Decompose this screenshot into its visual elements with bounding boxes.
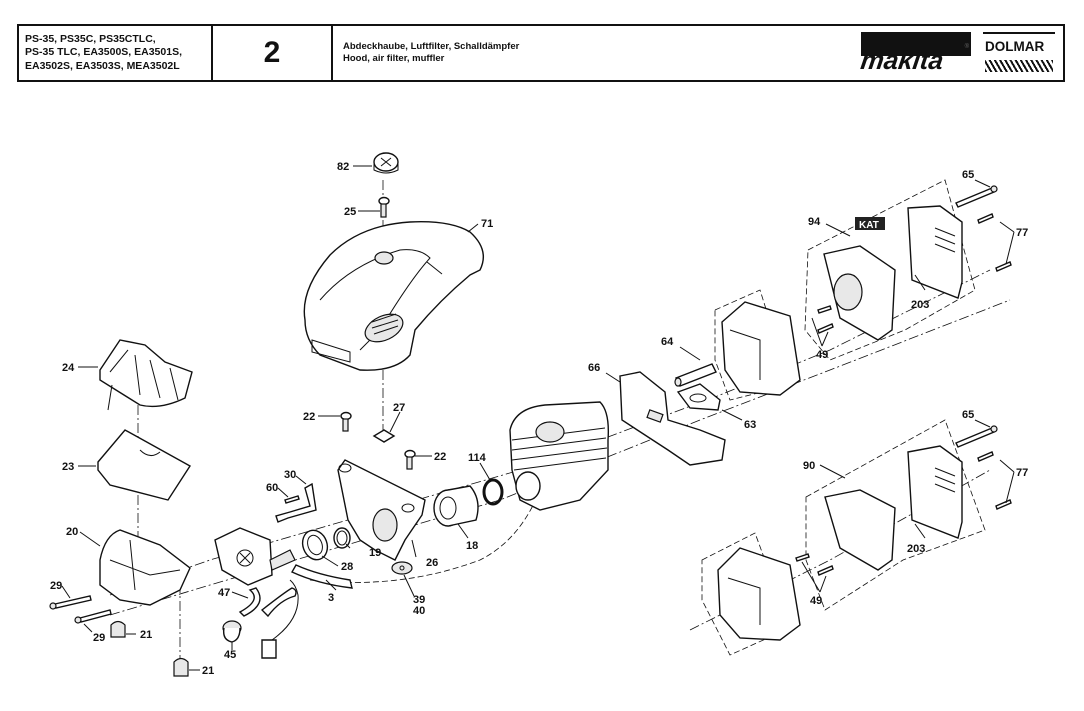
model-line-2: PS-35 TLC, EA3500S, EA3501S, xyxy=(25,46,182,59)
muffler-assembly-94 xyxy=(714,179,1012,401)
part-30-bracket xyxy=(275,482,317,523)
label-65-upper: 65 xyxy=(962,169,974,181)
title-english: Hood, air filter, muffler xyxy=(343,53,445,64)
model-line-1: PS-35, PS35C, PS35CTLC, xyxy=(25,32,156,45)
label-114: 114 xyxy=(468,452,487,464)
label-25: 25 xyxy=(344,206,356,218)
label-39: 39 xyxy=(413,594,425,606)
label-77-lower: 77 xyxy=(1016,467,1028,479)
label-23: 23 xyxy=(62,461,74,473)
label-60: 60 xyxy=(266,482,278,494)
header-table: PS-35, PS35C, PS35CTLC, PS-35 TLC, EA350… xyxy=(17,24,1065,82)
model-list: PS-35, PS35C, PS35CTLC, PS-35 TLC, EA350… xyxy=(19,26,213,80)
part-64-sleeve xyxy=(674,363,717,387)
part-3-hose xyxy=(291,564,353,589)
label-47: 47 xyxy=(218,587,230,599)
label-77-upper: 77 xyxy=(1016,227,1028,239)
part-28-clamp xyxy=(301,529,329,561)
muffler-assembly-90 xyxy=(701,419,1012,656)
part-82-cap xyxy=(373,152,399,174)
part-27-nut xyxy=(372,429,396,443)
part-labels: 82 25 71 24 23 20 29 29 21 21 47 45 22 2… xyxy=(50,161,1028,677)
label-49-lower: 49 xyxy=(810,595,822,607)
label-94: 94 xyxy=(808,216,821,228)
part-63-gasket xyxy=(676,383,721,411)
label-30: 30 xyxy=(284,469,296,481)
part-26-bracket xyxy=(337,459,426,561)
makita-logo-block xyxy=(861,32,971,56)
part-71-hood xyxy=(303,221,484,371)
model-line-3: EA3502S, EA3503S, MEA3502L xyxy=(25,59,180,72)
label-71: 71 xyxy=(481,218,493,230)
impulse-hose-path xyxy=(309,489,541,583)
label-28: 28 xyxy=(341,561,353,573)
part-20-housing xyxy=(99,529,191,606)
label-66: 66 xyxy=(588,362,600,374)
label-19: 19 xyxy=(369,547,381,559)
part-18-flange xyxy=(433,485,479,527)
label-3: 3 xyxy=(328,592,334,604)
kat-badge-background xyxy=(855,217,885,230)
part-19-ring xyxy=(333,527,351,549)
page-number: 2 xyxy=(213,26,333,80)
part-23-filter xyxy=(97,429,191,501)
part-cylinder xyxy=(509,401,610,511)
part-21-mounts xyxy=(110,620,189,677)
label-90: 90 xyxy=(803,460,815,472)
part-fuel-pickup xyxy=(261,579,299,659)
dolmar-stripes xyxy=(985,60,1053,72)
label-45: 45 xyxy=(224,649,236,661)
part-25-screw xyxy=(378,196,390,218)
label-40: 40 xyxy=(413,605,425,617)
label-82: 82 xyxy=(337,161,349,173)
part-24-filter-frame xyxy=(99,339,193,411)
label-24: 24 xyxy=(62,362,75,374)
part-66-heat-shield xyxy=(619,371,726,466)
part-47-hose xyxy=(238,587,297,618)
part-45-primer xyxy=(222,620,242,643)
registered-mark: ® xyxy=(964,44,969,50)
label-65-lower: 65 xyxy=(962,409,974,421)
label-27: 27 xyxy=(393,402,405,414)
part-22-screws xyxy=(340,411,416,470)
label-26: 26 xyxy=(426,557,438,569)
kat-badge: KAT xyxy=(859,220,879,231)
label-21-upper: 21 xyxy=(140,629,152,641)
section-title: Abdeckhaube, Luftfilter, Schalldämpfer H… xyxy=(333,26,1063,80)
brand-logos: makita ® DOLMAR xyxy=(859,30,1055,80)
part-39-40-grommet xyxy=(391,561,413,575)
axis-main-upper xyxy=(109,269,991,596)
dolmar-logo: DOLMAR xyxy=(983,32,1055,80)
label-203-upper: 203 xyxy=(911,299,929,311)
leader-lines xyxy=(61,165,1015,671)
label-22-right: 22 xyxy=(434,451,446,463)
label-18: 18 xyxy=(466,540,478,552)
label-203-lower: 203 xyxy=(907,543,925,555)
label-20: 20 xyxy=(66,526,78,538)
part-60-screw xyxy=(284,495,300,504)
part-114-oring xyxy=(482,478,504,506)
title-german: Abdeckhaube, Luftfilter, Schalldämpfer xyxy=(343,40,520,52)
part-29-bolts xyxy=(49,595,112,624)
axis-main-lower xyxy=(109,299,1011,616)
part-carburetor xyxy=(214,527,296,586)
makita-logo: makita ® xyxy=(859,30,971,76)
dolmar-wordmark: DOLMAR xyxy=(985,39,1045,54)
label-21-lower: 21 xyxy=(202,665,214,677)
label-29-upper: 29 xyxy=(50,580,62,592)
label-22-left: 22 xyxy=(303,411,315,423)
label-49-upper: 49 xyxy=(816,349,828,361)
label-63: 63 xyxy=(744,419,756,431)
label-29-lower: 29 xyxy=(93,632,105,644)
label-64: 64 xyxy=(661,336,674,348)
